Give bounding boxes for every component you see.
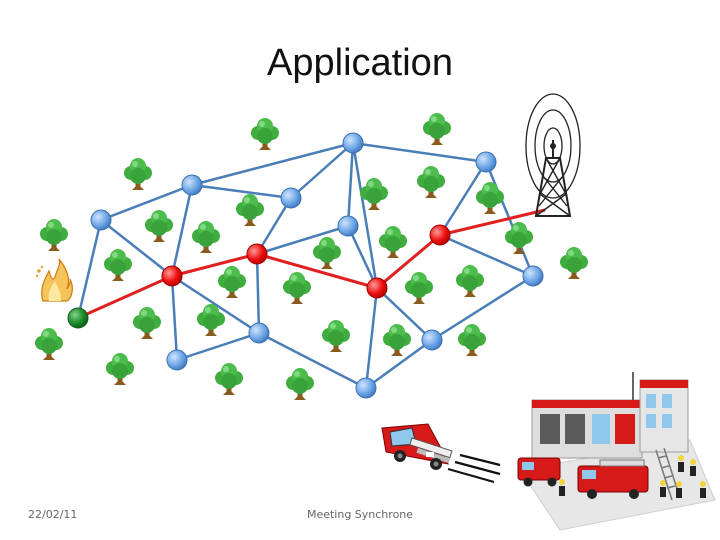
- tree-icon: [35, 328, 63, 360]
- network-link: [170, 184, 194, 277]
- tree-icon: [456, 265, 484, 297]
- sensor-nodes: [67, 132, 544, 399]
- green-sensor-node: [67, 307, 89, 329]
- route-path: [77, 208, 546, 320]
- blue-sensor-node: [522, 265, 544, 287]
- tree-icon: [106, 353, 134, 385]
- tree-icon: [104, 249, 132, 281]
- tree-icon: [40, 219, 68, 251]
- network-link: [438, 161, 488, 236]
- network-link: [100, 183, 193, 222]
- tree-icon: [251, 118, 279, 150]
- tree-icon: [124, 158, 152, 190]
- red-sensor-node: [429, 224, 451, 246]
- blue-sensor-node: [342, 132, 364, 154]
- tree-icon: [322, 320, 350, 352]
- route-segment: [439, 208, 546, 237]
- network-link: [364, 287, 379, 389]
- network-link: [191, 183, 292, 200]
- tree-icon: [218, 266, 246, 298]
- route-segment: [171, 252, 258, 278]
- blue-sensor-node: [280, 187, 302, 209]
- red-sensor-node: [246, 243, 268, 265]
- slide-title: Application: [267, 42, 453, 84]
- tree-icon: [560, 247, 588, 279]
- network-link: [256, 224, 349, 256]
- red-sensor-node: [161, 265, 183, 287]
- tree-group: [35, 113, 588, 400]
- fire-truck-icon: [381, 423, 453, 470]
- tree-icon: [476, 182, 504, 214]
- network-link: [346, 142, 355, 227]
- network-link: [376, 287, 433, 341]
- fire-icon: [35, 258, 73, 302]
- tree-icon: [313, 237, 341, 269]
- route-segment: [376, 233, 441, 290]
- tree-icon: [423, 113, 451, 145]
- network-link: [365, 338, 433, 390]
- network-link: [100, 219, 173, 277]
- tree-icon: [286, 368, 314, 400]
- network-link: [171, 274, 260, 335]
- network-link: [351, 142, 379, 289]
- blue-sensor-node: [355, 377, 377, 399]
- tree-icon: [458, 324, 486, 356]
- tree-icon: [283, 272, 311, 304]
- network-link: [76, 219, 103, 319]
- tree-icon: [145, 210, 173, 242]
- blue-sensor-node: [337, 215, 359, 237]
- tree-icon: [379, 226, 407, 258]
- blue-sensor-node: [166, 349, 188, 371]
- tree-icon: [417, 166, 445, 198]
- tree-icon: [236, 194, 264, 226]
- blue-sensor-node: [475, 151, 497, 173]
- radio-tower-icon: [525, 93, 581, 217]
- network-link: [431, 274, 534, 342]
- network-link: [255, 253, 261, 334]
- blue-sensor-node: [421, 329, 443, 351]
- footer-date: 22/02/11: [28, 508, 78, 521]
- network-link: [258, 331, 367, 390]
- tree-icon: [215, 363, 243, 395]
- network-link: [170, 275, 179, 361]
- blue-sensor-node: [181, 174, 203, 196]
- footer-center-label: Meeting Synchrone: [306, 508, 414, 521]
- tree-icon: [192, 221, 220, 253]
- tree-icon: [383, 324, 411, 356]
- signal-lines: [447, 453, 501, 484]
- network-link: [176, 331, 260, 362]
- fire-station-icon: [517, 372, 716, 531]
- tree-icon: [405, 272, 433, 304]
- red-sensor-node: [366, 277, 388, 299]
- blue-sensor-node: [248, 322, 270, 344]
- tree-icon: [133, 307, 161, 339]
- route-segment: [256, 252, 378, 290]
- network-link: [439, 233, 534, 278]
- network-link: [346, 225, 379, 289]
- tree-icon: [505, 222, 533, 254]
- route-segment: [77, 274, 173, 320]
- network-link: [290, 142, 354, 199]
- network-link: [352, 141, 487, 164]
- blue-sensor-node: [90, 209, 112, 231]
- network-link: [255, 197, 293, 255]
- network-link: [191, 141, 354, 187]
